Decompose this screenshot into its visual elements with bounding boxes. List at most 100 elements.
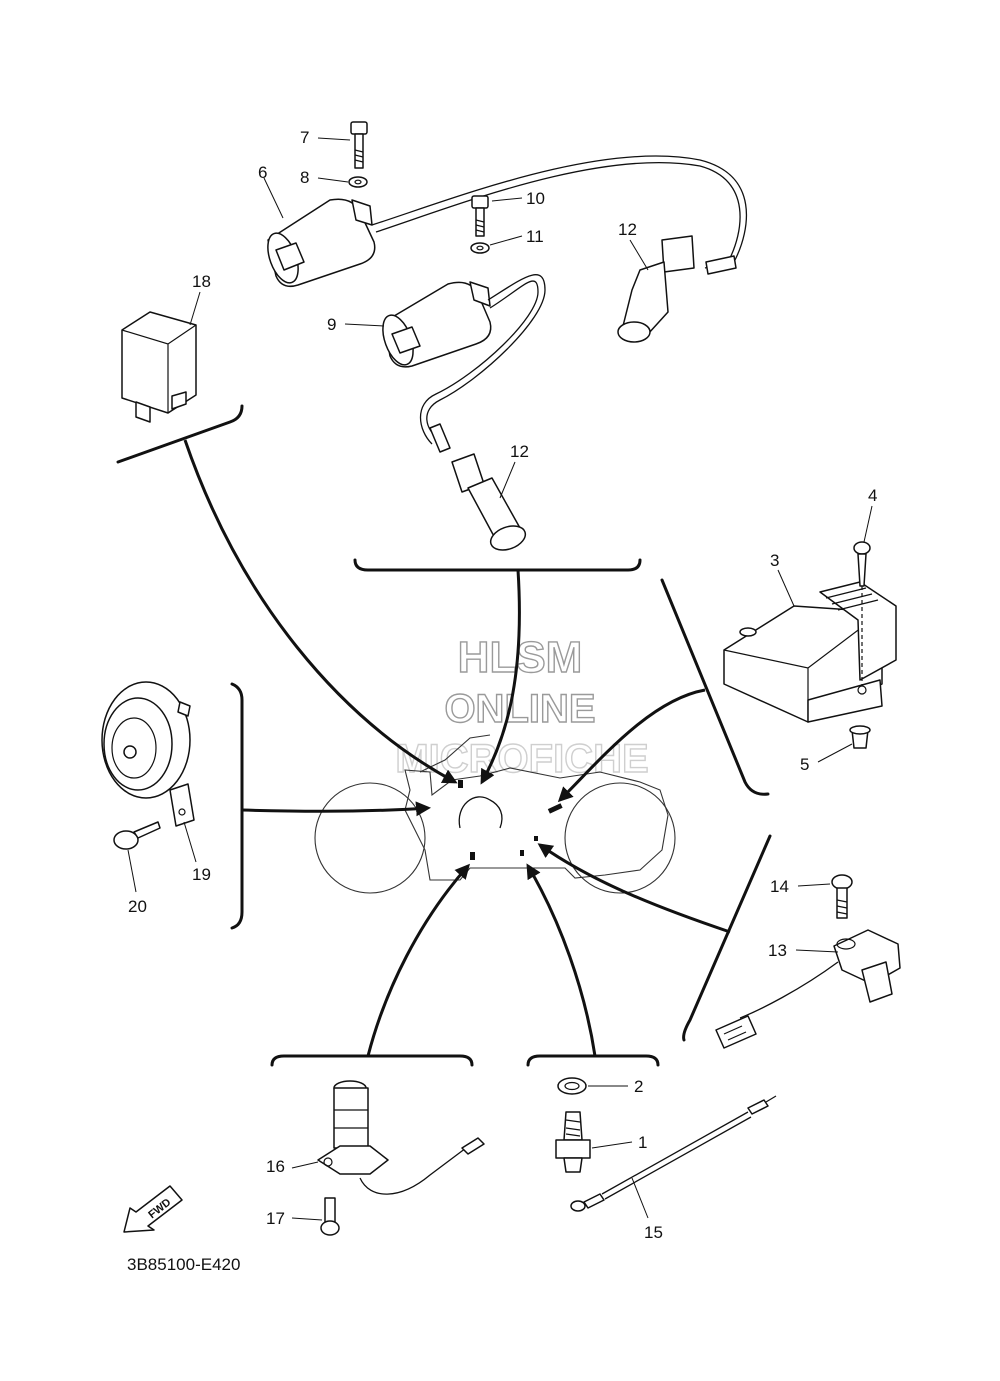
horn-part-19: 19 bbox=[101, 681, 211, 884]
washer-2 bbox=[557, 1077, 587, 1095]
plug-cap-part-12-upper: 12 bbox=[617, 220, 737, 343]
callout-1: 1 bbox=[638, 1133, 647, 1152]
front-wheel bbox=[314, 782, 426, 894]
callout-11: 11 bbox=[526, 227, 544, 246]
washer-part-2: 2 bbox=[557, 1077, 643, 1096]
coil-9-lead-b bbox=[420, 280, 539, 445]
horn-bracket bbox=[169, 783, 195, 827]
sensor-connector bbox=[715, 1015, 757, 1049]
leader-3 bbox=[777, 569, 795, 607]
bolt-14-thread bbox=[836, 899, 848, 915]
grommet-part-5: 5 bbox=[800, 725, 871, 774]
switch-16-hole bbox=[323, 1157, 333, 1167]
callout-15: 15 bbox=[644, 1223, 663, 1242]
switch-1-hex bbox=[555, 1139, 591, 1159]
coil-6-terminal bbox=[275, 242, 305, 271]
leader-12b bbox=[499, 461, 516, 499]
leader-19 bbox=[183, 821, 197, 863]
washer-part-8: 8 bbox=[300, 168, 368, 188]
lead-15-crimp bbox=[583, 1193, 605, 1209]
callout-20: 20 bbox=[128, 897, 147, 916]
sensor-connector-lines bbox=[723, 1025, 747, 1041]
washer-8-hole bbox=[354, 179, 362, 185]
cap-12a-end bbox=[617, 321, 651, 343]
plug-cap-part-12-lower: 12 bbox=[429, 423, 529, 551]
switch-16-flange bbox=[317, 1145, 389, 1175]
callout-3: 3 bbox=[770, 551, 779, 570]
leader-9 bbox=[344, 323, 385, 327]
callout-8: 8 bbox=[300, 168, 309, 187]
cdi-bracket bbox=[807, 679, 883, 723]
callout-12a: 12 bbox=[618, 220, 637, 239]
bracket-ignition bbox=[353, 558, 642, 572]
callout-18: 18 bbox=[192, 272, 211, 291]
fwd-arrow: FWD bbox=[123, 1185, 183, 1233]
screw-17-shank bbox=[324, 1197, 336, 1223]
cap-12b-lead-end bbox=[429, 423, 451, 453]
bolt-20-head bbox=[113, 830, 139, 850]
callout-6: 6 bbox=[258, 163, 267, 182]
cap-12b-end bbox=[489, 525, 527, 551]
marker-a bbox=[458, 780, 463, 788]
leader-15 bbox=[631, 1177, 649, 1219]
bolt-10-thread bbox=[475, 219, 485, 233]
arrow-neutral bbox=[366, 863, 470, 1057]
bracket-sensor bbox=[682, 834, 772, 1042]
callout-5: 5 bbox=[800, 755, 809, 774]
bolt-7-thread bbox=[354, 149, 364, 163]
horn-face bbox=[103, 697, 173, 791]
leader-5 bbox=[817, 743, 853, 763]
group-brackets bbox=[116, 404, 772, 1067]
arrow-cdi bbox=[557, 688, 706, 803]
switch-16-terminal bbox=[461, 1137, 485, 1155]
switch-1-tip bbox=[563, 1157, 583, 1173]
leader-7 bbox=[317, 137, 351, 141]
lead-15-ring bbox=[570, 1200, 586, 1212]
diagram-code: 3B85100-E420 bbox=[127, 1255, 240, 1274]
leader-20 bbox=[127, 849, 137, 893]
bolt-10-head bbox=[471, 195, 489, 209]
callout-19: 19 bbox=[192, 865, 211, 884]
leader-1 bbox=[591, 1141, 633, 1149]
arrow-switch bbox=[526, 863, 597, 1057]
arrow-ignition bbox=[480, 569, 521, 785]
sensor-part-13: 13 bbox=[715, 929, 901, 1049]
coil-9-terminal bbox=[391, 326, 421, 354]
watermark-line2: ONLINE bbox=[444, 687, 595, 731]
bolt-14-head bbox=[831, 874, 853, 890]
bolt-20-shank bbox=[133, 821, 161, 839]
washer-11 bbox=[470, 242, 490, 254]
relay-terminals bbox=[135, 391, 187, 423]
leader-14 bbox=[797, 883, 831, 887]
arrow-sensor bbox=[537, 843, 731, 934]
bracket-switch bbox=[526, 1054, 660, 1067]
callout-9: 9 bbox=[327, 315, 336, 334]
fwd-arrow-shape bbox=[123, 1185, 183, 1233]
washer-part-11: 11 bbox=[470, 227, 544, 254]
leader-4 bbox=[863, 505, 873, 543]
fork-outline bbox=[419, 734, 491, 773]
switch-16-body bbox=[333, 1087, 369, 1149]
washer-8 bbox=[348, 176, 368, 188]
bolt-part-20: 20 bbox=[113, 821, 161, 916]
bolt-14-shank bbox=[836, 887, 848, 919]
group-arrows bbox=[183, 439, 731, 1057]
screw-part-4: 4 bbox=[853, 486, 877, 686]
screw-4-shank bbox=[857, 553, 867, 587]
horn-ring bbox=[111, 717, 157, 779]
leader-17 bbox=[291, 1217, 323, 1221]
washer-2-hole bbox=[564, 1081, 580, 1091]
cdi-connector-ribs bbox=[825, 587, 879, 611]
marker-b bbox=[547, 803, 563, 814]
motorcycle-silhouette bbox=[314, 734, 676, 894]
leader-11 bbox=[489, 235, 523, 246]
washer-11-hole bbox=[476, 245, 484, 251]
switch-part-1: 1 bbox=[555, 1111, 647, 1173]
lead-15-end bbox=[747, 1099, 769, 1115]
frame-outline bbox=[404, 767, 669, 881]
bolt-part-10: 10 bbox=[471, 189, 545, 237]
callout-4: 4 bbox=[868, 486, 877, 505]
watermark: HLSM ONLINE MICROFICHE bbox=[395, 632, 650, 781]
leader-8 bbox=[317, 177, 349, 183]
